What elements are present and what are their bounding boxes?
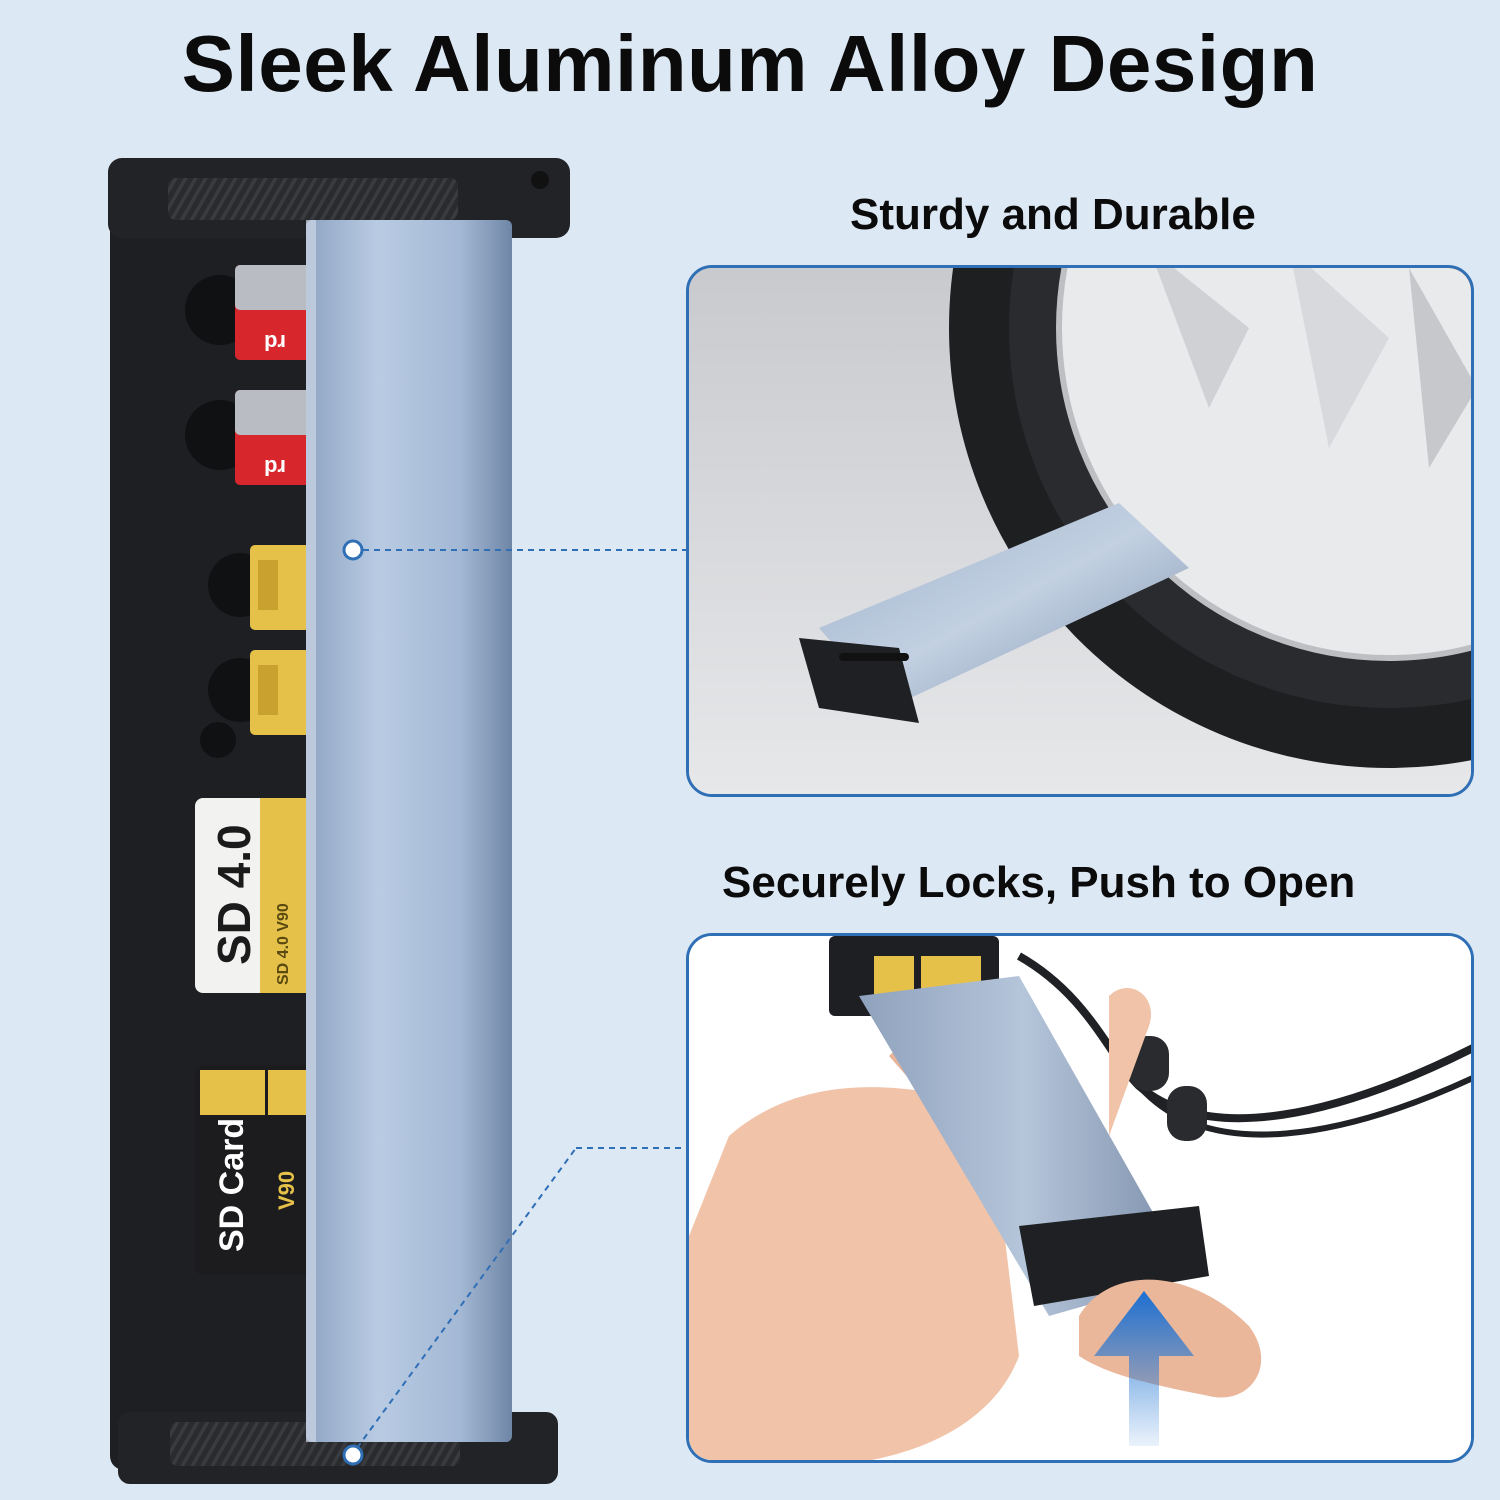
aluminum-slider bbox=[306, 220, 512, 1442]
lanyard-icon bbox=[1017, 952, 1471, 1141]
microsd-slot-1: rd bbox=[185, 265, 315, 360]
locks-title: Securely Locks, Push to Open bbox=[722, 858, 1356, 907]
sd-top-big-label: SD 4.0 bbox=[208, 824, 260, 965]
sd-card-bottom: SD Card V90 bbox=[195, 1065, 325, 1275]
callout-dot-locks bbox=[342, 1444, 364, 1466]
sd-bottom-big-label: SD Card bbox=[213, 1118, 251, 1252]
callout-dot-sturdy bbox=[342, 539, 364, 561]
locks-panel bbox=[686, 933, 1474, 1463]
nano-card-slot-1 bbox=[208, 545, 310, 630]
microsd-slot-2: rd bbox=[185, 390, 315, 485]
microsd-2-brand: rd bbox=[264, 455, 286, 480]
sd-top-small-label: SD 4.0 V90 bbox=[275, 903, 292, 985]
arrow-up-icon bbox=[1094, 1291, 1194, 1446]
tire-icon bbox=[949, 268, 1471, 768]
case-illustration: rd rd SD 4.0 SD 4.0 V90 bbox=[100, 150, 580, 1490]
device-under-tire bbox=[799, 503, 1189, 723]
sd-card-top: SD 4.0 SD 4.0 V90 bbox=[195, 798, 325, 993]
sd-bottom-class-label: V90 bbox=[274, 1171, 299, 1210]
headline: Sleek Aluminum Alloy Design bbox=[181, 19, 1319, 108]
sturdy-title: Sturdy and Durable bbox=[850, 190, 1256, 239]
sturdy-panel bbox=[686, 265, 1474, 797]
microsd-1-brand: rd bbox=[264, 330, 286, 355]
nano-card-slot-2 bbox=[208, 650, 310, 735]
